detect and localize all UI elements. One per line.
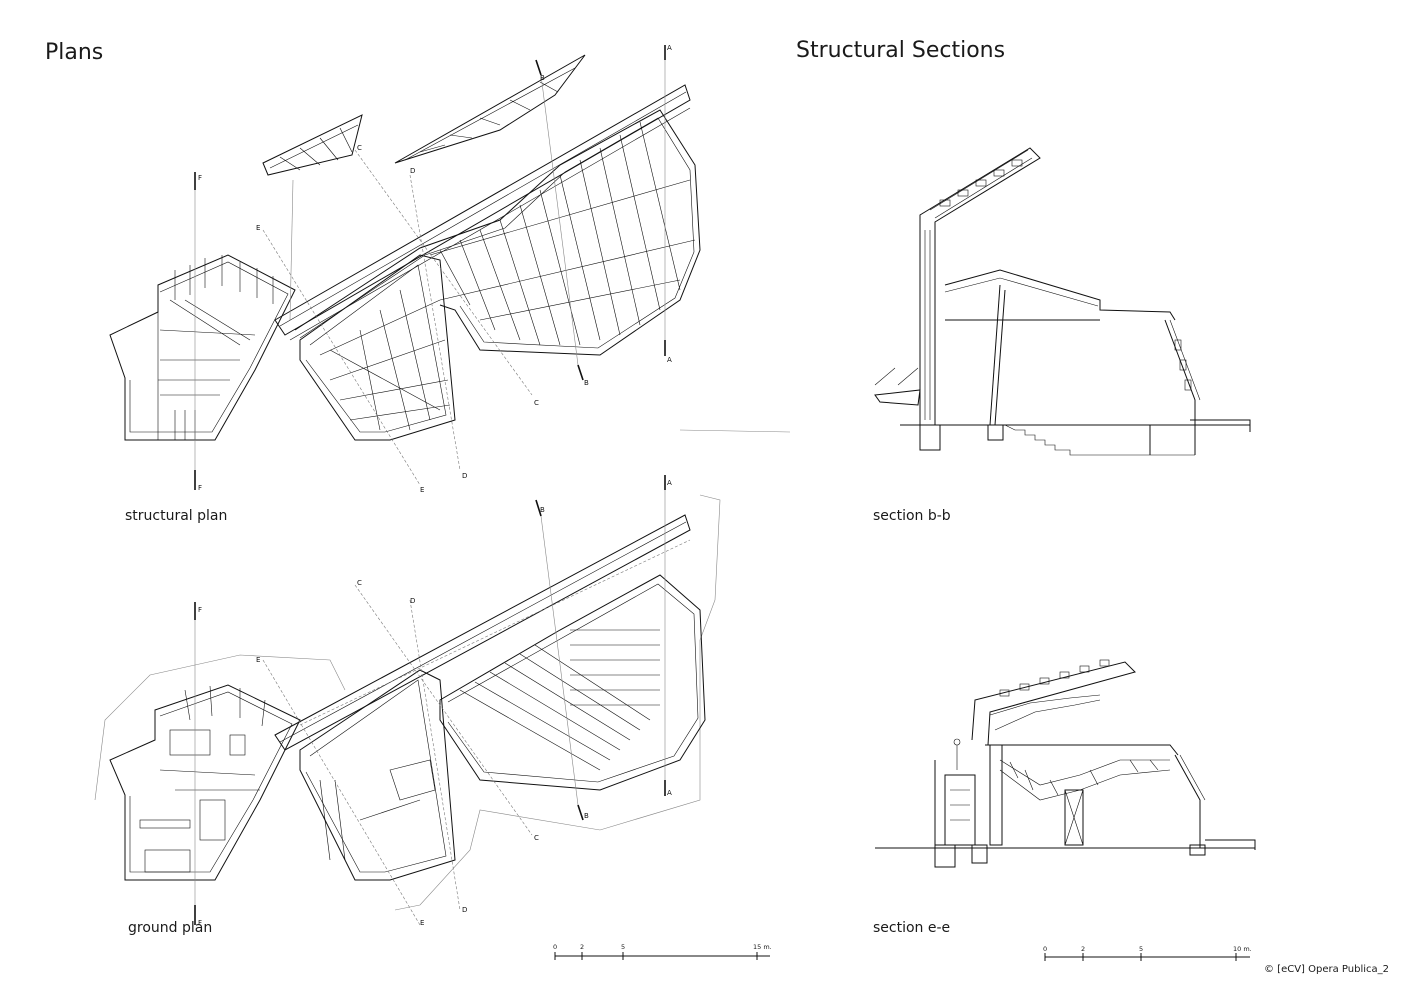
ground-marker-b-top: B	[540, 506, 545, 514]
ground-marker-f-bottom: F	[198, 919, 202, 927]
section-marker-f-bottom: F	[198, 484, 202, 492]
ground-marker-b-bottom: B	[584, 812, 589, 820]
sections-scale-label-5: 5	[1139, 945, 1144, 953]
plans-heading: Plans	[45, 40, 104, 65]
copyright-credit: © [eCV] Opera Publica_2	[1264, 964, 1390, 975]
plans-scale-label-5: 5	[621, 943, 626, 951]
section-marker-c-bottom: C	[534, 399, 539, 407]
section-marker-a-top: A	[667, 44, 672, 52]
section-marker-d-bottom: D	[462, 472, 467, 480]
ground-marker-e-top: E	[256, 656, 260, 664]
section-marker-e-bottom: E	[420, 486, 424, 494]
ground-marker-c-bottom: C	[534, 834, 539, 842]
sections-scale-bar	[1044, 953, 1250, 961]
section-ee-caption: section e-e	[873, 920, 951, 936]
section-marker-a-bottom: A	[667, 356, 672, 364]
ground-marker-c-top: C	[357, 579, 362, 587]
ground-marker-a-top: A	[667, 479, 672, 487]
plans-scale-bar	[554, 952, 770, 960]
sections-scale-label-0: 0	[1043, 945, 1048, 953]
section-bb-caption: section b-b	[873, 508, 951, 524]
section-marker-c-top: C	[357, 144, 362, 152]
sections-scale-label-10: 10 m.	[1233, 945, 1252, 953]
ground-plan-caption: ground plan	[128, 920, 213, 936]
plans-scale-label-15: 15 m.	[753, 943, 772, 951]
ground-marker-f-top: F	[198, 606, 202, 614]
ground-plan-drawing	[94, 429, 791, 926]
structural-sections-heading: Structural Sections	[796, 38, 1006, 63]
ground-marker-e-bottom: E	[420, 919, 424, 927]
section-marker-b-bottom: B	[584, 379, 589, 387]
ground-marker-d-top: D	[410, 597, 415, 605]
section-bb-drawing	[874, 147, 1251, 456]
structural-plan-caption: structural plan	[125, 508, 228, 524]
ground-marker-d-bottom: D	[462, 906, 467, 914]
section-marker-e-top: E	[256, 224, 260, 232]
plans-scale-label-2: 2	[580, 943, 585, 951]
section-marker-d-top: D	[410, 167, 415, 175]
structural-plan-drawing	[109, 45, 701, 490]
plans-scale-label-0: 0	[553, 943, 558, 951]
sections-scale-label-2: 2	[1081, 945, 1086, 953]
section-marker-f-top: F	[198, 174, 202, 182]
section-marker-b-top: B	[540, 74, 545, 82]
section-ee-drawing	[875, 659, 1256, 868]
ground-marker-a-bottom: A	[667, 789, 672, 797]
